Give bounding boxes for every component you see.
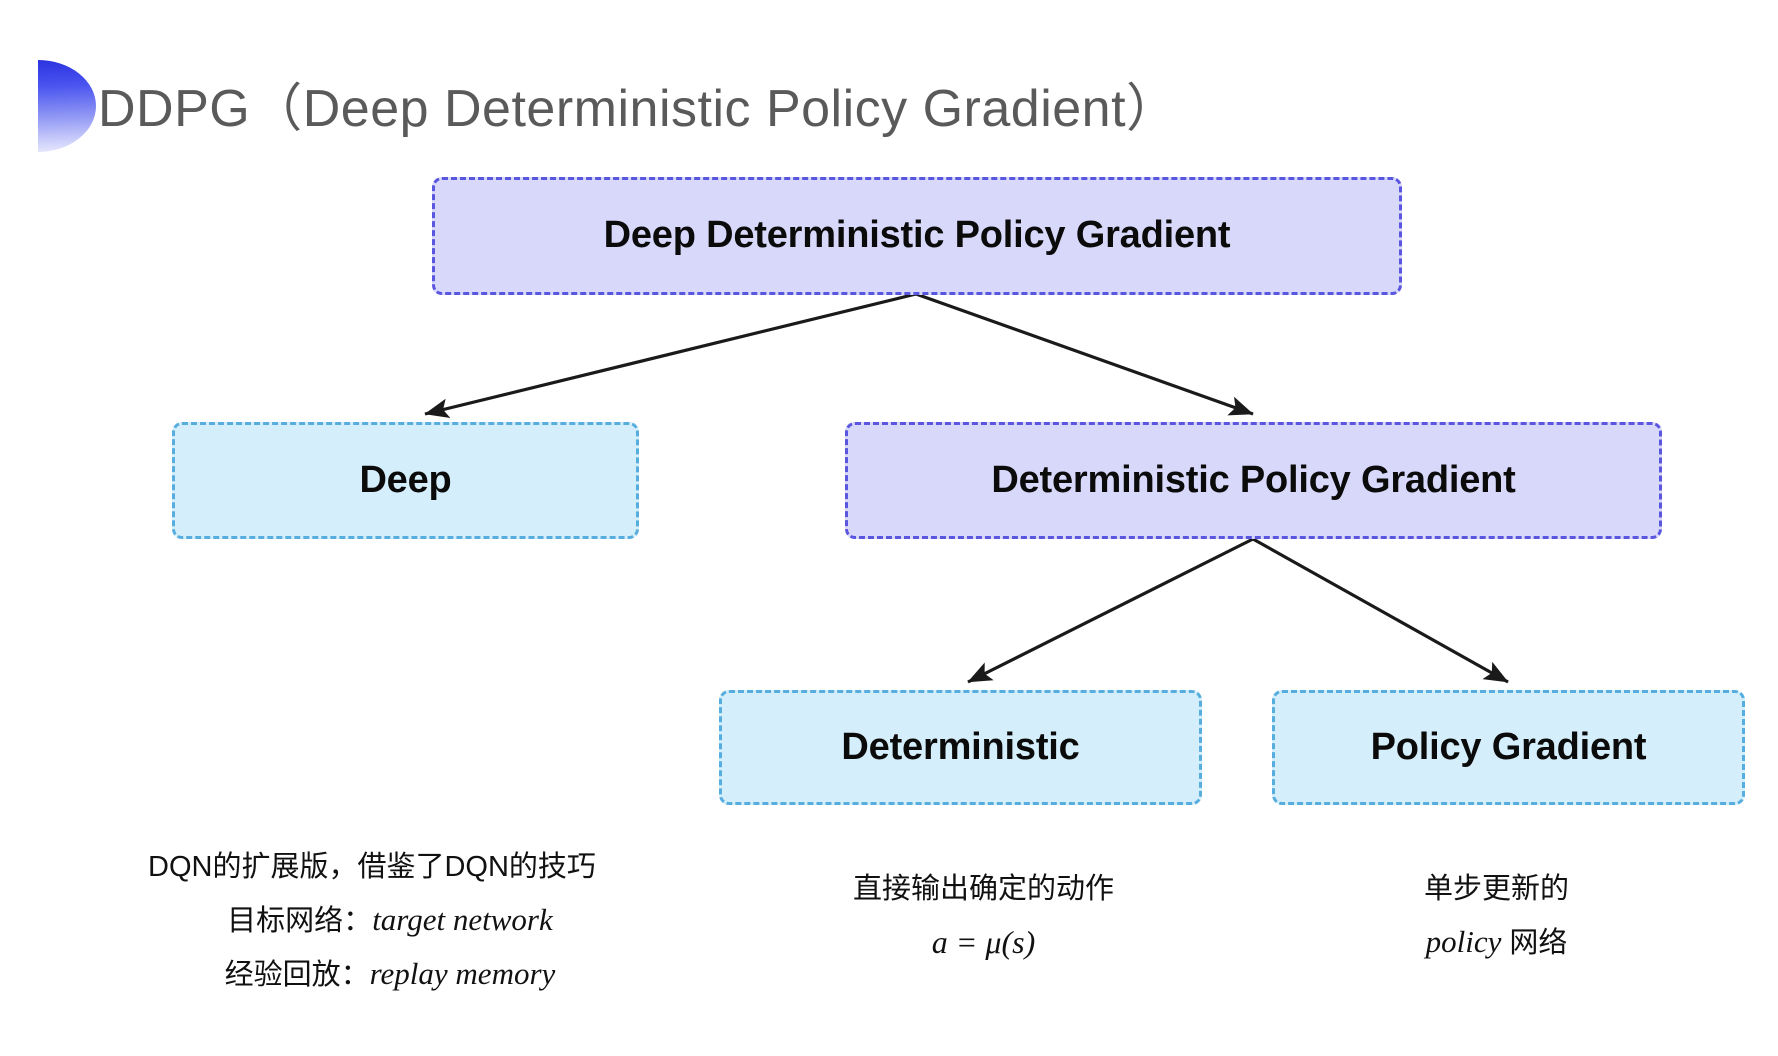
node-pg-label: Policy Gradient: [1370, 725, 1647, 768]
node-deterministic-policy-gradient[interactable]: Deterministic Policy Gradient: [845, 422, 1662, 539]
title-bullet-icon: [38, 60, 96, 152]
caption-deep: DQN的扩展版，借鉴了DQN的技巧 目标网络：target network 经验…: [148, 843, 596, 1001]
edge-dpg-to-deterministic: [967, 537, 1254, 684]
caption-pg-line2: policy 网络: [1424, 915, 1569, 969]
caption-deep-line3-label: 经验回放：: [224, 958, 370, 991]
node-deep-label: Deep: [359, 458, 452, 501]
node-deterministic-label: Deterministic: [841, 725, 1080, 768]
caption-pg-line1: 单步更新的: [1424, 873, 1570, 905]
edge-dpg-to-policy-gradient: [1252, 537, 1509, 684]
caption-policy-gradient: 单步更新的 policy 网络: [1424, 865, 1569, 969]
caption-det-line1: 直接输出确定的动作: [853, 873, 1115, 905]
caption-deep-line2: 目标网络：target network: [148, 893, 596, 947]
node-deep[interactable]: Deep: [172, 422, 639, 539]
caption-deep-line2-term: target network: [372, 901, 553, 937]
caption-deep-line2-label: 目标网络：: [227, 904, 373, 937]
caption-deterministic: 直接输出确定的动作 a = μ(s): [853, 865, 1114, 970]
caption-det-formula: a = μ(s): [931, 923, 1036, 960]
node-root-label: Deep Deterministic Policy Gradient: [603, 214, 1231, 257]
node-root[interactable]: Deep Deterministic Policy Gradient: [432, 177, 1402, 295]
caption-deep-line3: 经验回放：replay memory: [148, 947, 596, 1001]
edge-root-to-dpg: [915, 292, 1254, 416]
edge-root-to-deep: [424, 292, 917, 419]
caption-deep-line3-term: replay memory: [369, 955, 556, 991]
caption-pg-line2-term: policy: [1425, 923, 1502, 959]
caption-deep-line1: DQN的扩展版，借鉴了DQN的技巧: [148, 851, 596, 883]
node-dpg-label: Deterministic Policy Gradient: [991, 458, 1516, 501]
node-policy-gradient[interactable]: Policy Gradient: [1272, 690, 1745, 805]
caption-pg-line2-suffix: 网络: [1509, 926, 1568, 959]
page-title: DDPG（Deep Deterministic Policy Gradient）: [98, 80, 1179, 138]
node-deterministic[interactable]: Deterministic: [719, 690, 1202, 805]
